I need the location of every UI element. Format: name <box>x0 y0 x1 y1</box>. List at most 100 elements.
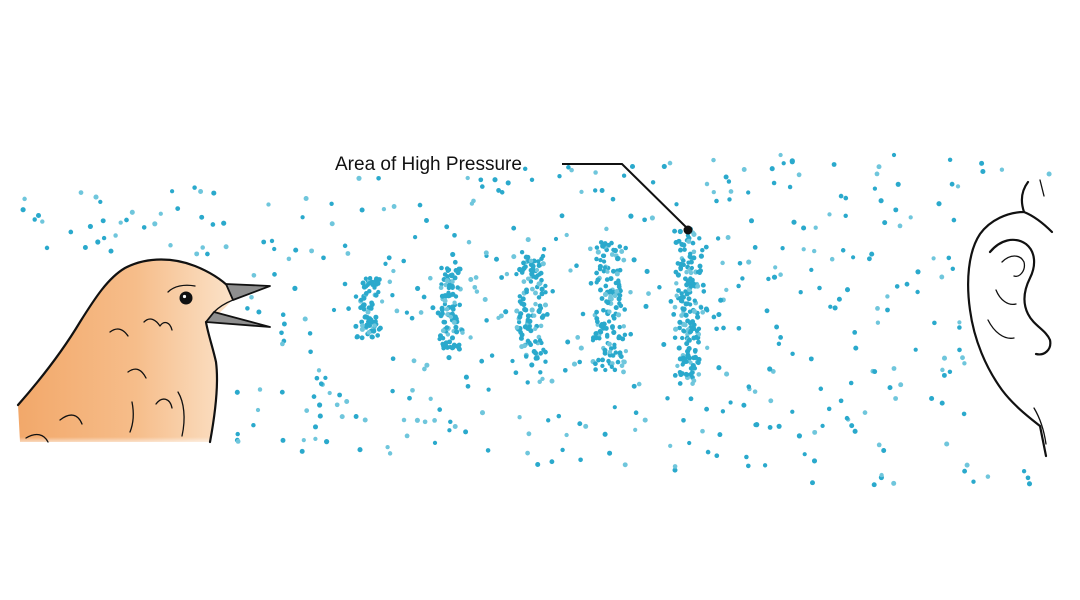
air-particle <box>802 452 807 457</box>
air-particle <box>357 447 363 453</box>
air-particle <box>604 277 610 282</box>
air-particle <box>525 254 531 260</box>
air-particle <box>432 418 437 423</box>
air-particle <box>631 383 637 389</box>
air-particle <box>843 195 849 201</box>
air-particle <box>718 297 724 303</box>
air-particle <box>767 424 773 430</box>
air-particle <box>479 184 485 189</box>
air-particle <box>936 201 942 207</box>
air-particle <box>539 314 545 320</box>
air-particle <box>932 320 937 326</box>
air-particle <box>629 163 636 170</box>
air-particle <box>622 307 627 312</box>
air-particle <box>376 176 381 181</box>
air-particle <box>308 349 313 355</box>
air-particle <box>594 256 599 262</box>
air-particle <box>452 232 457 238</box>
air-particle <box>560 447 565 453</box>
air-particle <box>725 235 731 240</box>
air-particle <box>569 167 574 173</box>
air-particle <box>307 331 313 336</box>
air-particle <box>603 367 608 373</box>
air-particle <box>915 289 920 295</box>
air-particle <box>365 309 371 315</box>
air-particle <box>687 440 692 446</box>
air-particle <box>279 330 284 336</box>
air-particle <box>619 363 625 369</box>
air-particle <box>668 443 673 449</box>
air-particle <box>685 301 690 306</box>
air-particle <box>536 281 542 287</box>
callout-label: Area of High Pressure <box>335 154 522 175</box>
air-particle <box>769 166 775 172</box>
air-particle <box>686 296 692 302</box>
air-particle <box>947 369 953 375</box>
air-particle <box>454 329 460 335</box>
air-particle <box>473 275 479 280</box>
air-particle <box>299 448 305 454</box>
air-particle <box>687 251 693 257</box>
air-particle <box>678 265 684 271</box>
air-particle <box>316 368 322 373</box>
air-particle <box>129 209 135 215</box>
air-particle <box>778 272 783 277</box>
air-particle <box>314 375 320 381</box>
air-particle <box>608 288 613 293</box>
air-particle <box>251 422 256 428</box>
air-particle <box>598 287 603 293</box>
air-particle <box>309 248 315 254</box>
high-pressure-callout: Area of High Pressure <box>335 154 693 235</box>
air-particle <box>817 285 822 291</box>
air-particle <box>533 290 538 296</box>
air-particle <box>812 248 817 254</box>
air-particle <box>611 329 617 335</box>
air-particle <box>600 363 605 369</box>
air-particle <box>704 406 710 412</box>
air-particle <box>280 312 286 317</box>
air-particle <box>342 281 348 287</box>
air-particle <box>727 197 732 202</box>
air-particle <box>447 282 453 288</box>
air-particle <box>838 398 844 404</box>
air-particle <box>618 288 623 294</box>
air-particle <box>557 174 562 179</box>
air-particle <box>444 224 450 230</box>
air-particle <box>685 318 690 323</box>
air-particle <box>628 331 634 337</box>
air-particle <box>318 381 324 387</box>
air-particle <box>463 374 469 380</box>
air-particle <box>677 381 683 386</box>
air-particle <box>622 462 628 468</box>
air-particle <box>891 480 897 486</box>
air-particle <box>514 308 520 314</box>
air-particle <box>175 206 181 211</box>
air-particle <box>831 162 837 167</box>
air-particle <box>528 258 534 264</box>
air-particle <box>852 330 858 335</box>
air-particle <box>445 345 450 350</box>
air-particle <box>642 217 647 223</box>
air-particle <box>741 167 747 172</box>
air-particle <box>450 305 456 311</box>
air-particle <box>168 243 173 248</box>
air-particle <box>411 358 417 364</box>
air-particle <box>446 267 452 273</box>
air-particle <box>688 396 694 402</box>
air-particle <box>619 249 625 254</box>
air-particle <box>696 372 702 377</box>
air-particle <box>387 279 393 285</box>
air-particle <box>668 299 674 304</box>
air-particle <box>537 303 543 309</box>
air-particle <box>390 356 396 362</box>
air-particle <box>499 190 505 195</box>
air-particle <box>525 313 531 319</box>
air-particle <box>705 308 710 313</box>
air-particle <box>600 357 606 363</box>
air-particle <box>598 257 603 263</box>
air-particle <box>387 451 393 456</box>
air-particle <box>235 431 240 437</box>
air-particle <box>152 221 158 227</box>
air-particles <box>20 152 1052 488</box>
air-particle <box>529 177 535 183</box>
